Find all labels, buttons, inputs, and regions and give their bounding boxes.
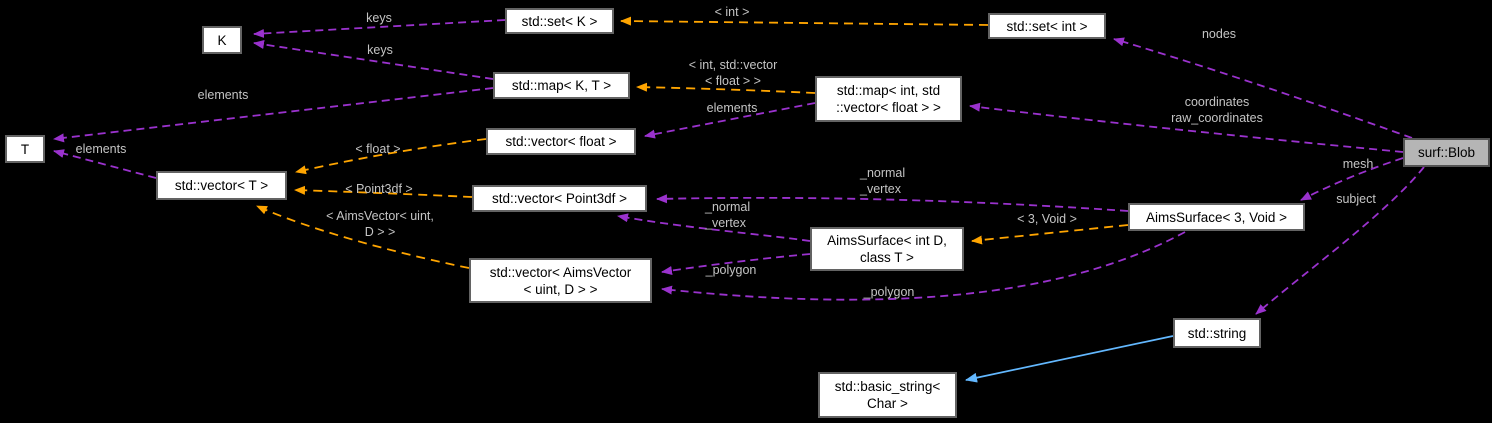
edge-label-template-aimsvector: < AimsVector< uint, D > > (326, 209, 434, 239)
node-std-set-int[interactable]: std::set< int > (988, 13, 1106, 39)
edge-aimssurface-d-normal-vertex (617, 213, 811, 242)
edge-label-template-3-void: < 3, Void > (1017, 212, 1077, 226)
node-std-basic-string[interactable]: std::basic_string< Char > (818, 372, 957, 418)
edge-map-kt-keys (253, 40, 494, 80)
edge-label-elements-map-int: elements (706, 101, 758, 115)
node-std-vector-point3df[interactable]: std::vector< Point3df > (472, 185, 647, 212)
edge-label-subject: subject (1336, 192, 1376, 206)
edge-label-polygon-a: _polygon (705, 263, 757, 277)
edge-label-normal-vertex-a: _normal _vertex (705, 200, 751, 230)
edge-aimssurface-3-template (971, 224, 1129, 245)
node-std-string[interactable]: std::string (1173, 318, 1261, 348)
edge-surf-blob-subject (1255, 166, 1425, 315)
edge-map-int-elements (644, 102, 816, 139)
node-k[interactable]: K (202, 26, 242, 54)
node-aimssurface-int-d[interactable]: AimsSurface< int D, class T > (810, 227, 964, 271)
node-std-map-int-vector-float[interactable]: std::map< int, std ::vector< float > > (815, 76, 962, 122)
edge-label-keys-set: keys (366, 11, 392, 25)
edge-label-normal-vertex-b: _normal _vertex (860, 166, 906, 196)
edge-surf-blob-coordinates (969, 102, 1404, 153)
edge-set-k-keys (253, 19, 506, 38)
node-std-set-k[interactable]: std::set< K > (505, 8, 614, 34)
edge-label-template-float: < float > (355, 142, 401, 156)
edge-map-kt-elements (53, 87, 494, 143)
node-std-map-kt[interactable]: std::map< K, T > (493, 72, 630, 99)
edge-label-coordinates: coordinates raw_coordinates (1171, 95, 1263, 125)
edge-label-nodes: nodes (1201, 27, 1237, 41)
edge-label-template-int: < int > (714, 5, 750, 19)
node-aimssurface-3-void[interactable]: AimsSurface< 3, Void > (1128, 203, 1305, 231)
node-t[interactable]: T (5, 135, 45, 163)
edge-aimssurface-d-polygon (661, 253, 811, 275)
edge-vector-t-elements (53, 149, 157, 179)
edge-surf-blob-mesh (1300, 157, 1404, 201)
edge-vector-float-template (295, 138, 487, 175)
edge-label-elements-vector-t: elements (75, 142, 127, 156)
edge-label-elements-map-kt: elements (197, 88, 249, 102)
edge-set-int-template (620, 16, 989, 26)
edge-aimssurface-3-polygon (661, 231, 1186, 301)
edge-label-polygon-b: _polygon (863, 285, 915, 299)
edge-label-template-point3df: < Point3df > (345, 182, 413, 196)
edge-label-mesh: mesh (1342, 157, 1374, 171)
node-std-vector-t[interactable]: std::vector< T > (156, 171, 287, 200)
edge-vector-point3df-template (294, 185, 473, 198)
edge-label-keys-map: keys (367, 43, 393, 57)
edge-aimssurface-3-normal-vertex (656, 194, 1129, 212)
node-std-vector-aimsvector[interactable]: std::vector< AimsVector < uint, D > > (469, 258, 652, 303)
edge-std-string-inheritance (965, 335, 1174, 383)
edge-map-int-template (636, 82, 816, 94)
node-std-vector-float[interactable]: std::vector< float > (486, 128, 636, 155)
edge-vector-aimsvector-template (256, 205, 470, 269)
node-surf-blob: surf::Blob (1403, 138, 1490, 167)
edge-label-template-int-vector-float: < int, std::vector < float > > (688, 58, 778, 88)
edge-surf-blob-nodes (1113, 37, 1413, 139)
